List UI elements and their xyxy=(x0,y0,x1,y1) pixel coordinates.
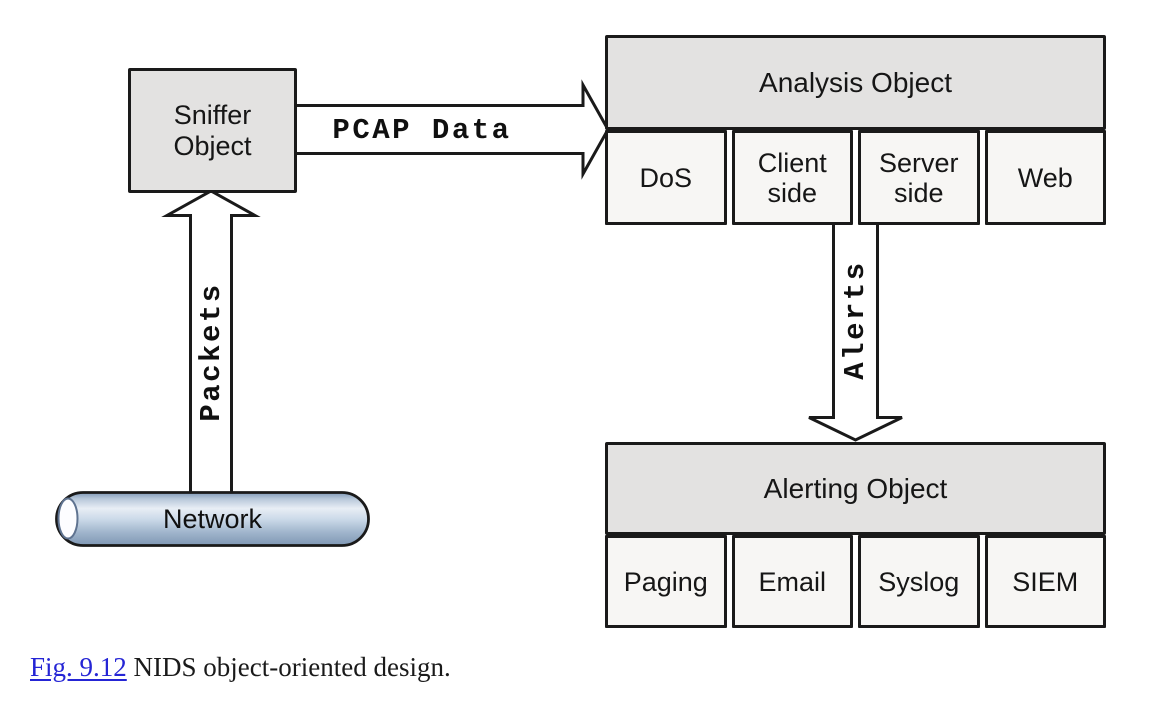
sniffer-object-box: Sniffer Object xyxy=(128,68,297,193)
network-label: Network xyxy=(162,504,263,534)
alerting-module-paging: Paging xyxy=(605,535,727,628)
analysis-module-web: Web xyxy=(984,130,1106,225)
alerts-arrow-shape xyxy=(808,225,903,442)
pcap-data-label: PCAP Data xyxy=(332,113,512,147)
alerting-object-box: Alerting Object Paging Email Syslog SIEM xyxy=(605,442,1106,628)
alerting-module-siem: SIEM xyxy=(984,535,1106,628)
analysis-module-server-side: Server side xyxy=(858,130,980,225)
figure-number-link[interactable]: Fig. 9.12 xyxy=(30,652,127,682)
analysis-object-header: Analysis Object xyxy=(605,35,1106,130)
alerting-object-title: Alerting Object xyxy=(763,472,948,504)
alerts-label: Alerts xyxy=(838,260,872,380)
alerting-module-syslog: Syslog xyxy=(858,535,980,628)
analysis-module-dos: DoS xyxy=(605,130,727,225)
analysis-object-title: Analysis Object xyxy=(759,66,952,98)
network-cylinder-shape xyxy=(55,491,370,547)
analysis-module-client-side: Client side xyxy=(731,130,853,225)
sniffer-object-label: Sniffer Object xyxy=(173,99,252,161)
figure-caption-text: NIDS object-oriented design. xyxy=(126,652,451,682)
analysis-object-box: Analysis Object DoS Client side Server s… xyxy=(605,35,1106,225)
alerting-object-header: Alerting Object xyxy=(605,442,1106,535)
packets-label: Packets xyxy=(194,282,228,422)
alerting-module-email: Email xyxy=(731,535,853,628)
alerting-module-row: Paging Email Syslog SIEM xyxy=(605,535,1106,628)
analysis-module-row: DoS Client side Server side Web xyxy=(605,130,1106,225)
figure-caption: Fig. 9.12 NIDS object-oriented design. xyxy=(30,650,451,684)
